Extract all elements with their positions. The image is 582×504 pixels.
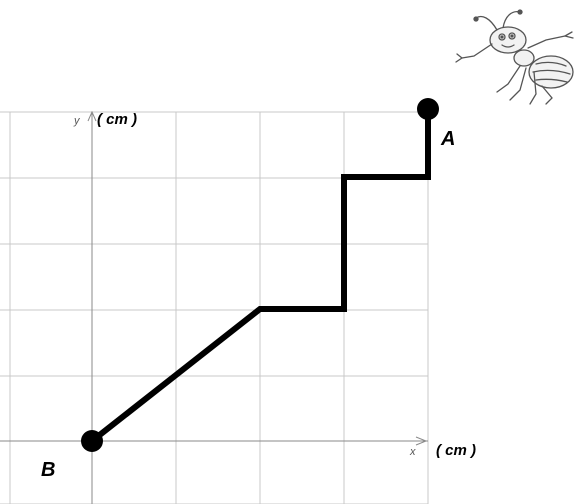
- x-axis-unit: ( cm ): [436, 442, 476, 459]
- point-b-marker: [81, 430, 103, 452]
- y-axis-label: y: [73, 115, 81, 127]
- point-b-label: B: [41, 459, 55, 481]
- y-axis-unit: ( cm ): [97, 111, 137, 128]
- ant-cartoon-icon: [455, 9, 574, 105]
- x-axis-label: x: [409, 446, 416, 458]
- axes: [0, 110, 428, 504]
- point-a-label: A: [440, 128, 455, 150]
- y-axis-arrow: [87, 110, 97, 122]
- point-a-marker: [417, 98, 439, 120]
- x-axis-arrow: [415, 436, 428, 446]
- grid: [0, 111, 429, 504]
- ant-path: [90, 111, 431, 444]
